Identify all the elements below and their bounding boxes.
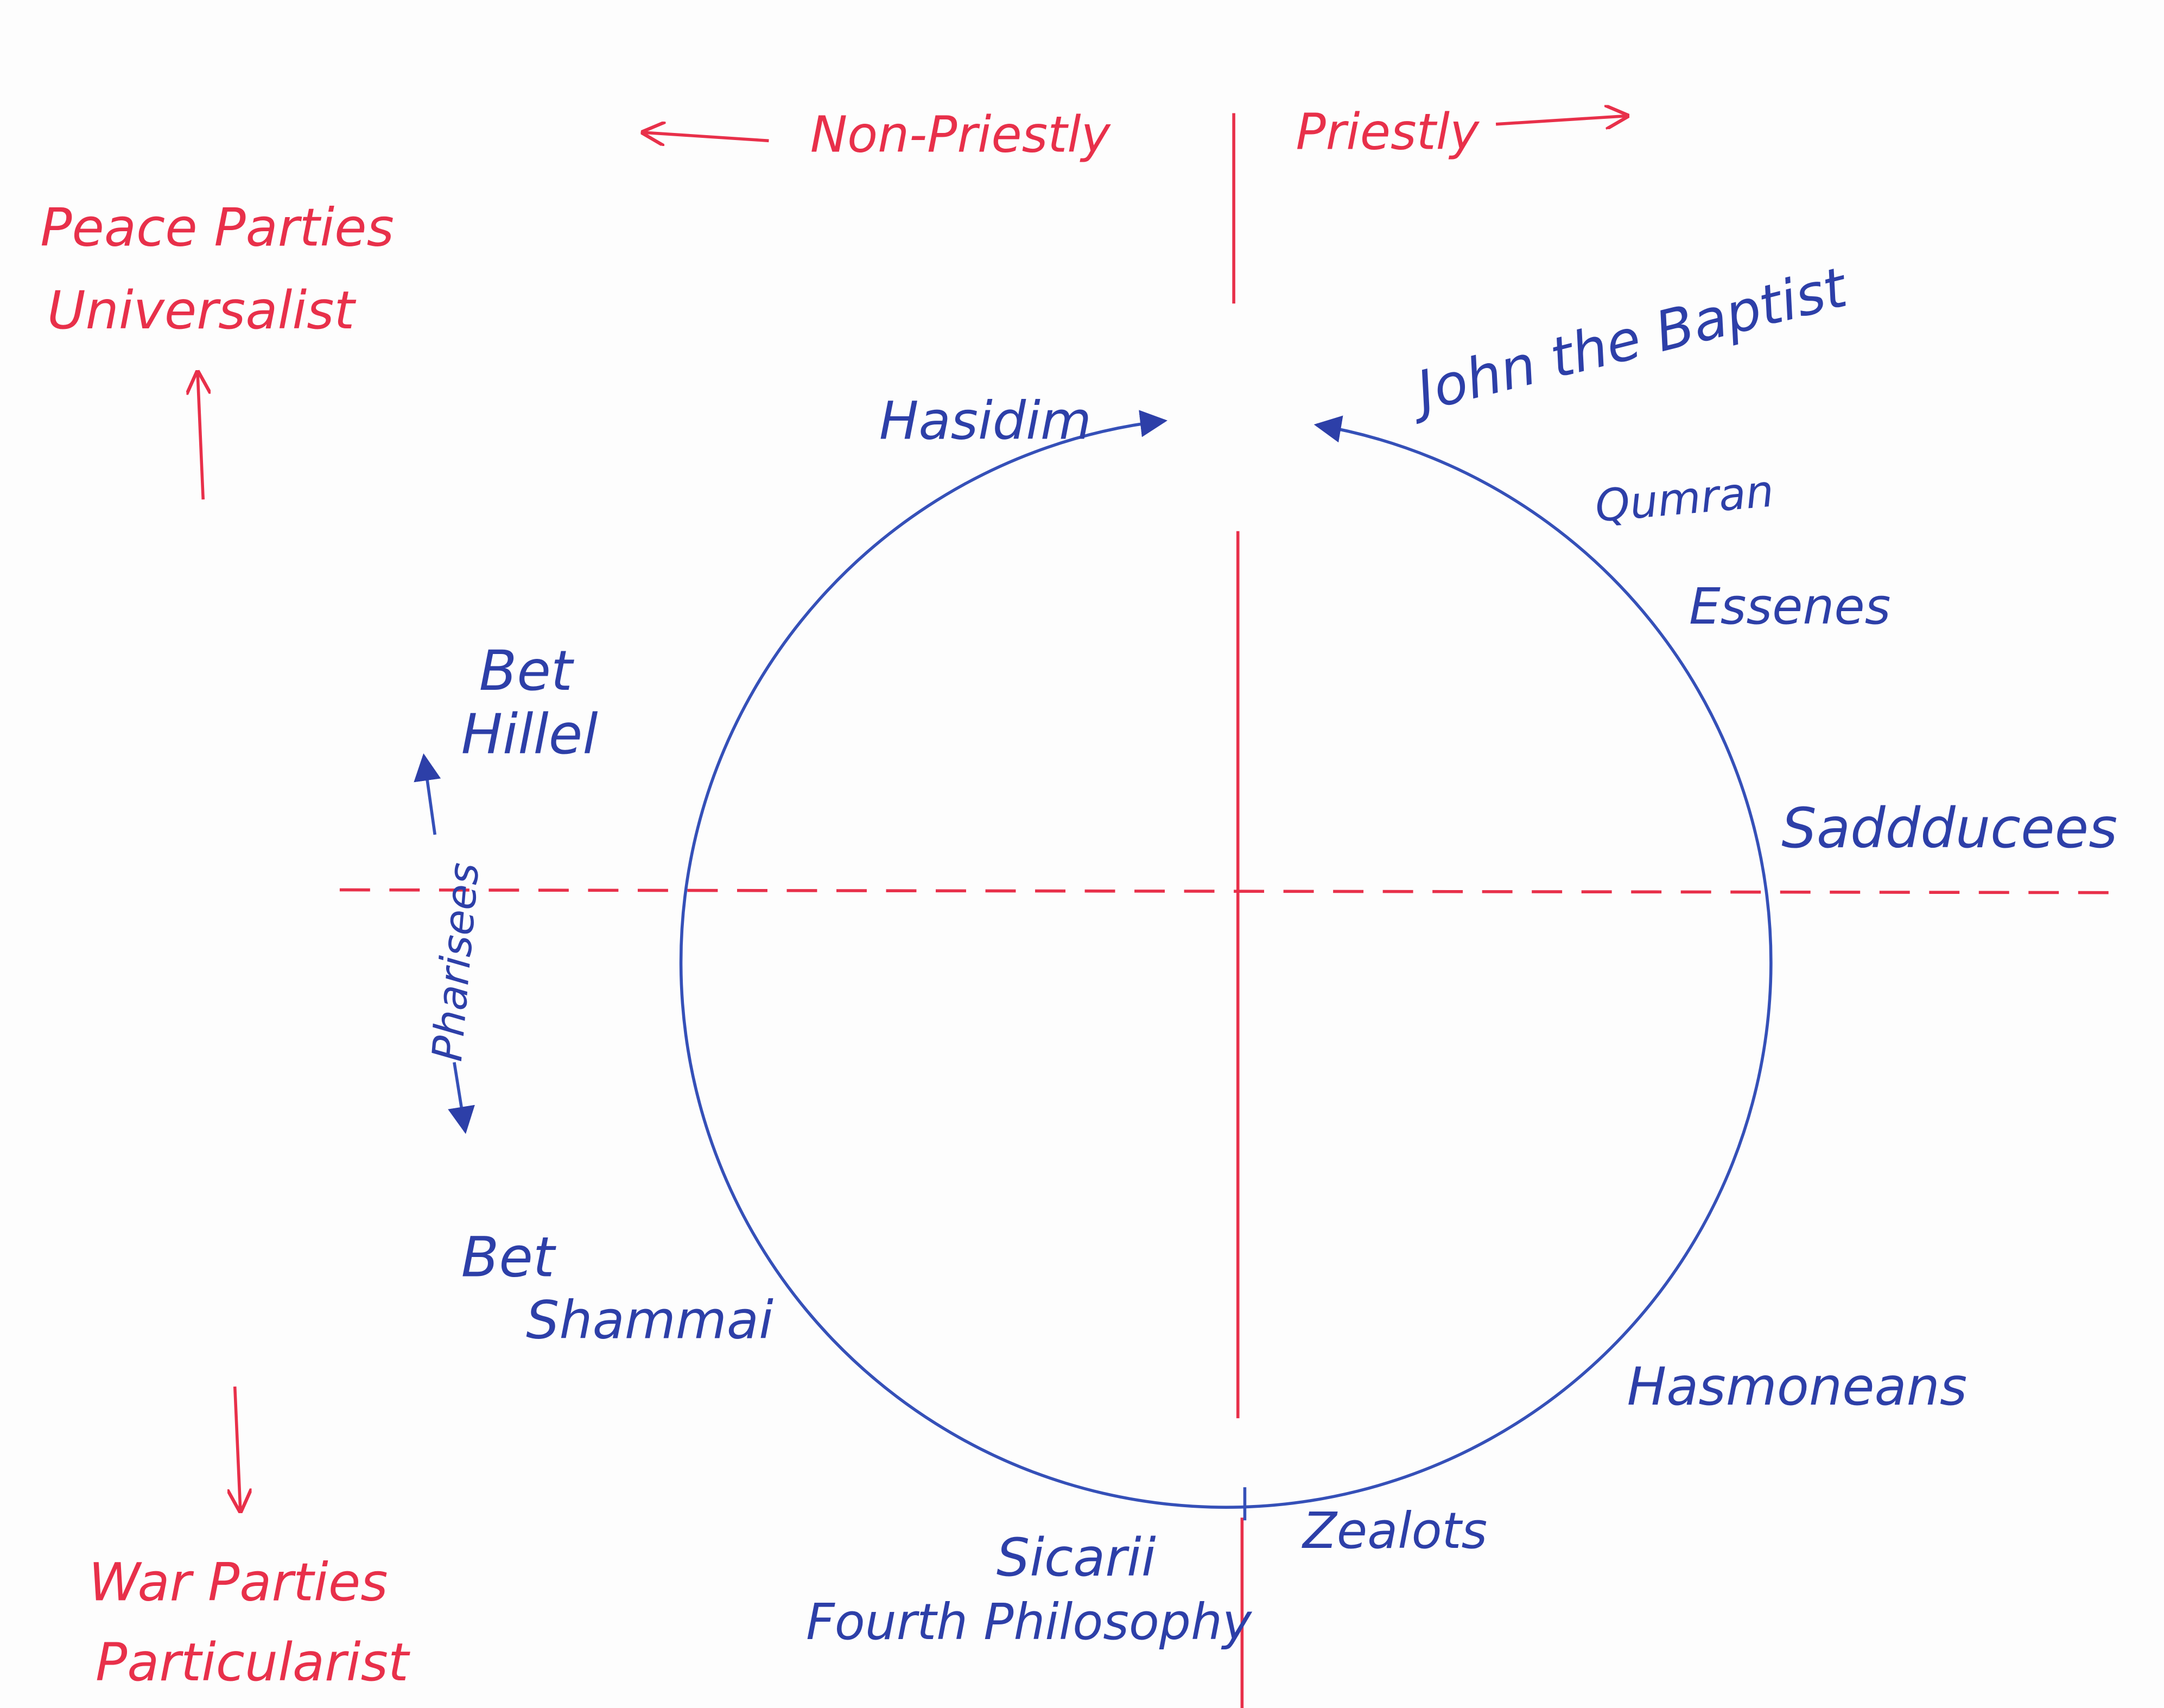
universalist-label: Universalist	[47, 280, 356, 341]
sicarii-label: Sicarii	[997, 1527, 1156, 1588]
sect-circle	[679, 410, 1773, 1509]
non-priestly-label: Non-Priestly	[810, 106, 1112, 164]
hasidim-label: Hasidim	[879, 390, 1091, 451]
pharisees-up-arrow-icon	[414, 753, 441, 835]
pharisees-label: Pharisees	[423, 861, 488, 1063]
left-arrow-icon	[643, 132, 769, 141]
up-arrow-icon	[198, 372, 203, 500]
bet-hillel-label-2: Hillel	[461, 702, 598, 766]
essenes-label: Essenes	[1689, 577, 1890, 636]
zealots-label: Zealots	[1301, 1502, 1487, 1560]
bet-shammai-label-1: Bet	[461, 1225, 556, 1289]
war-parties-label: War Parties	[88, 1552, 388, 1613]
bet-shammai-label-2: Shammai	[526, 1290, 773, 1351]
saddducees-label: Saddducees	[1781, 796, 2117, 860]
john-the-baptist-label: John the Baptist	[1401, 255, 1854, 426]
hasmoneans-label: Hasmoneans	[1627, 1356, 1968, 1417]
right-arrow-icon	[1495, 116, 1627, 124]
qumran-label: Qumran	[1593, 465, 1776, 532]
pharisees-down-arrow-icon	[448, 1062, 475, 1134]
down-arrow-icon	[235, 1386, 240, 1511]
fourth-philosophy-label: Fourth Philosophy	[806, 1593, 1253, 1651]
horizontal-dashed-axis	[339, 888, 2117, 894]
bet-hillel-label-1: Bet	[479, 639, 574, 703]
peace-parties-label: Peace Parties	[40, 196, 394, 258]
priestly-label: Priestly	[1296, 103, 1480, 161]
particularist-label: Particularist	[96, 1631, 410, 1693]
